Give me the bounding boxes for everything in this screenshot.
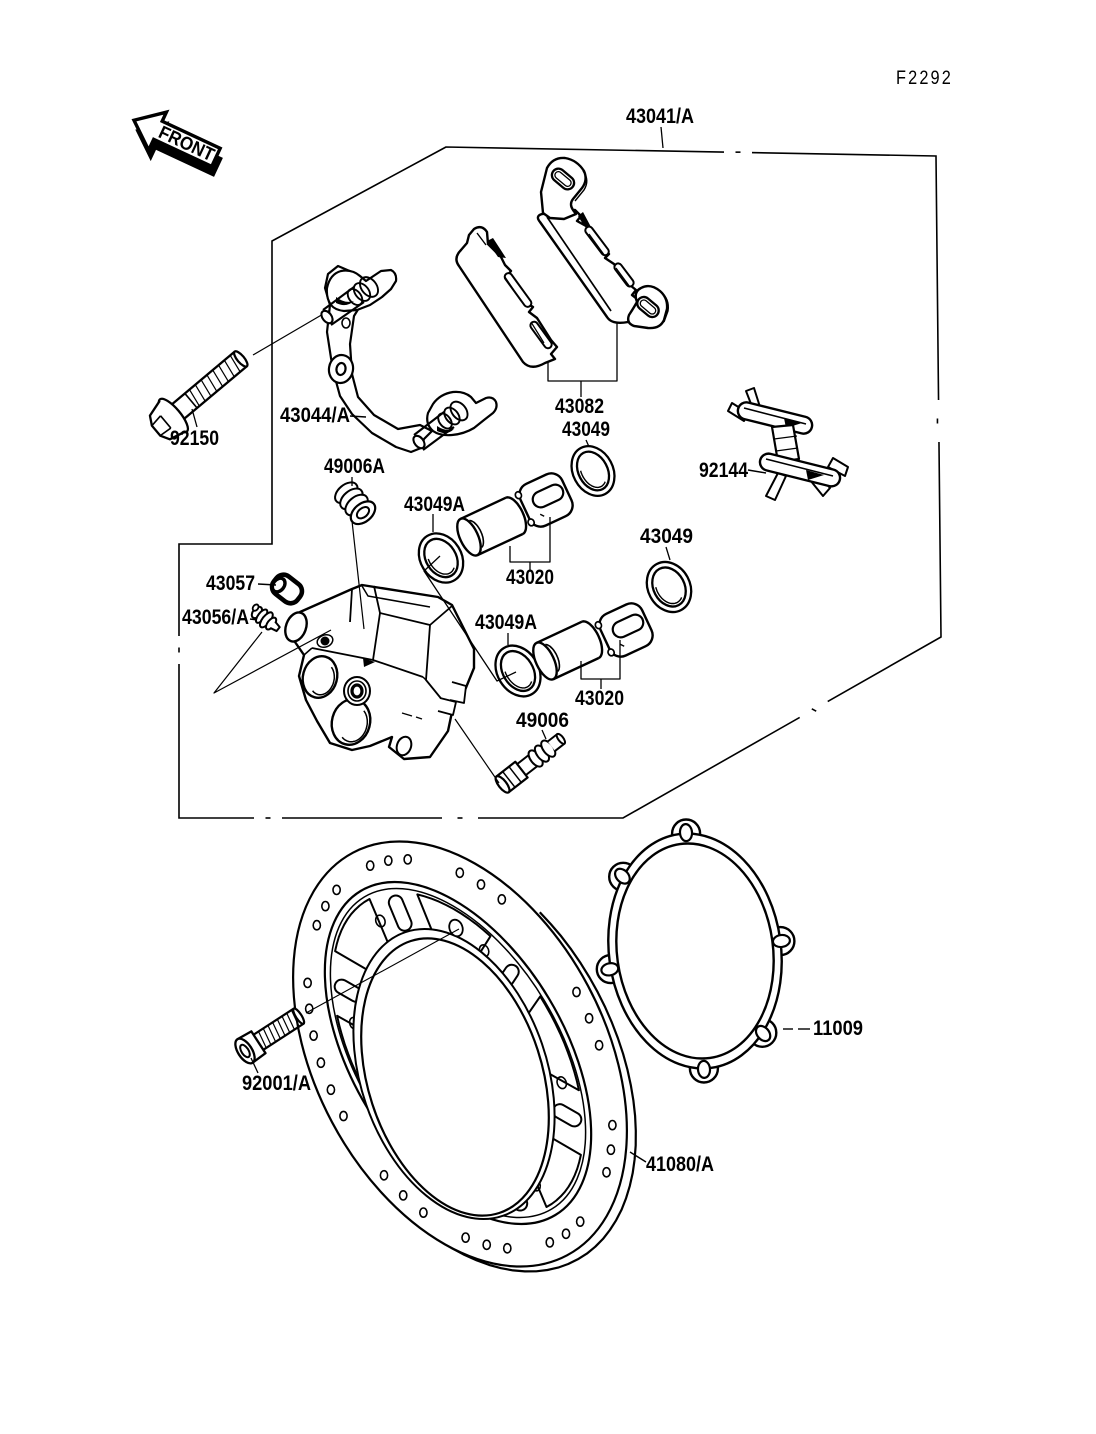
svg-text:43020: 43020 [575, 686, 624, 710]
svg-text:11009: 11009 [813, 1016, 863, 1040]
svg-text:49006: 49006 [516, 708, 569, 732]
svg-text:43041/A: 43041/A [626, 104, 694, 128]
svg-text:41080/A: 41080/A [646, 1152, 714, 1176]
svg-text:43082: 43082 [555, 394, 604, 418]
svg-text:43049: 43049 [562, 417, 610, 441]
svg-text:92150: 92150 [170, 426, 219, 450]
svg-text:43049: 43049 [640, 524, 693, 548]
svg-text:43044/A: 43044/A [280, 403, 350, 427]
svg-text:43049A: 43049A [475, 610, 537, 634]
svg-text:92144: 92144 [699, 458, 748, 482]
svg-text:43056/A: 43056/A [182, 605, 249, 629]
svg-text:92001/A: 92001/A [242, 1071, 311, 1095]
svg-text:43049A: 43049A [404, 492, 465, 516]
svg-text:49006A: 49006A [324, 454, 385, 478]
svg-text:43057: 43057 [206, 571, 255, 595]
svg-text:F2292: F2292 [896, 68, 953, 89]
svg-text:43020: 43020 [506, 565, 554, 589]
